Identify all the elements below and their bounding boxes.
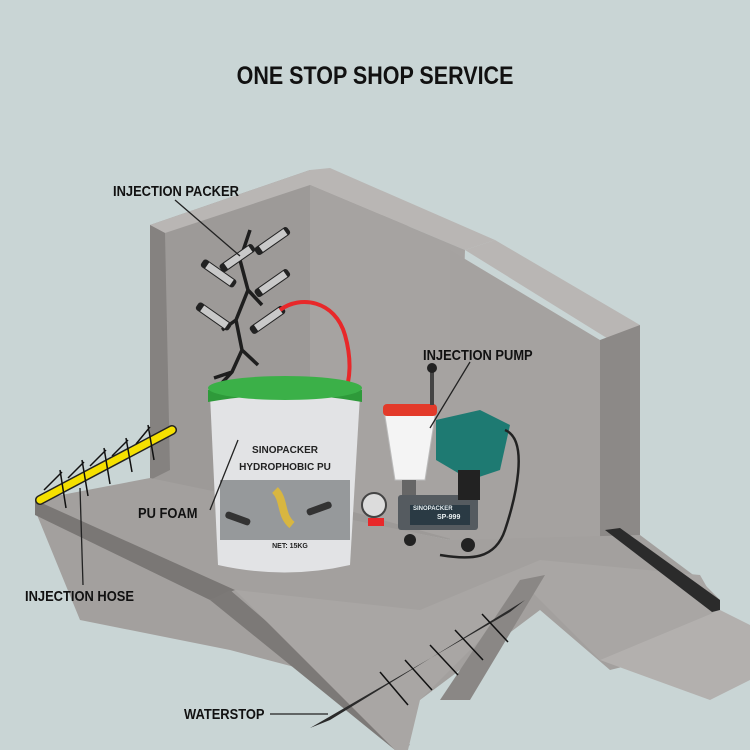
pump-brand: SINOPACKER xyxy=(413,506,453,512)
waterstop-channel xyxy=(440,575,545,700)
back-wall-top xyxy=(150,168,495,250)
label-injection-pump: INJECTION PUMP xyxy=(423,347,533,364)
red-hose xyxy=(278,300,352,393)
floor-edge-left xyxy=(35,500,235,600)
bucket-net-weight: NET: 15KG xyxy=(272,543,308,550)
label-waterstop: WATERSTOP xyxy=(184,706,265,723)
injection-hose-line xyxy=(35,424,177,509)
injection-packers xyxy=(195,227,291,334)
page-title: ONE STOP SHOP SERVICE xyxy=(236,62,514,90)
right-wall-end xyxy=(600,325,640,545)
lower-slab-edge xyxy=(600,610,750,700)
injection-pump-machine xyxy=(361,363,520,559)
label-injection-packer: INJECTION PACKER xyxy=(113,183,239,200)
bucket-brand: SINOPACKER xyxy=(252,445,318,456)
label-injection-hose: INJECTION HOSE xyxy=(25,588,134,605)
label-pu-foam: PU FOAM xyxy=(138,505,198,522)
right-wall-top xyxy=(465,240,640,340)
bucket-product: HYDROPHOBIC PU xyxy=(239,462,331,473)
back-wall-left-face xyxy=(150,225,170,480)
floor-slab xyxy=(35,478,720,700)
right-curb xyxy=(605,528,720,612)
pu-foam-bucket xyxy=(208,376,362,573)
waterstop-strip xyxy=(310,600,525,728)
leader-lines xyxy=(79,199,471,715)
pump-model: SP-999 xyxy=(437,514,461,521)
